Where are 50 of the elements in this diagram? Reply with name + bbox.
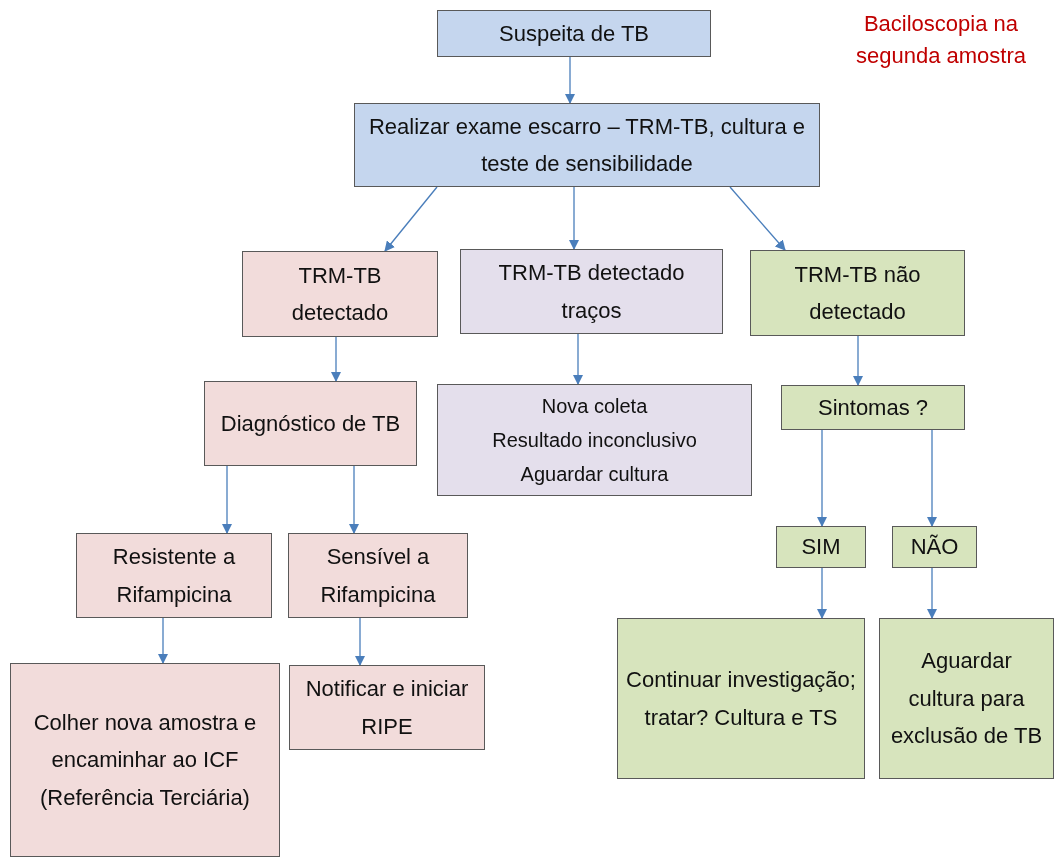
process-box (242, 251, 438, 337)
arrow (572, 333, 584, 386)
process-box (437, 384, 752, 496)
box-text: Continuar investigação; tratar? Cultura e TS (625, 666, 857, 732)
process-box (288, 533, 468, 618)
box-text: Suspeita de TB (499, 19, 649, 48)
process-box (76, 533, 272, 618)
box-text: Realizar exame escarro – TRM-TB, cultura e teste de sensibilidade (367, 112, 807, 178)
note-text: Baciloscopia na segunda amostra (855, 10, 1027, 70)
arrow (816, 567, 828, 620)
box-text: Colher nova amostra e encaminhar ao ICF (Referência Terciária) (32, 708, 258, 812)
process-box (781, 385, 965, 430)
arrow (348, 465, 360, 535)
box-text: TRM-TB detectado traços (497, 259, 686, 325)
process-box (460, 249, 723, 334)
box-text: Sintomas ? (817, 393, 929, 422)
arrow (564, 56, 576, 105)
arrow (568, 186, 580, 251)
box-text: Nova coleta (541, 394, 648, 419)
process-box (204, 381, 417, 466)
arrow (926, 429, 938, 528)
process-box (750, 250, 965, 336)
box-text: TRM-TB não detectado (793, 260, 922, 326)
process-box (892, 526, 977, 568)
box-text: Notificar e iniciar RIPE (304, 675, 470, 741)
process-box (289, 665, 485, 750)
process-box (437, 10, 711, 57)
box-text: Diagnóstico de TB (220, 409, 401, 438)
arrow (816, 429, 828, 528)
arrow (330, 336, 342, 383)
process-box (10, 663, 280, 857)
box-text: TRM-TB detectado (290, 261, 390, 327)
arrow (354, 617, 366, 667)
box-text: NÃO (910, 533, 959, 562)
box-text: Resultado inconclusivo (492, 428, 697, 453)
box-text: Aguardar cultura para exclusão de TB (889, 647, 1044, 751)
arrow (729, 186, 786, 251)
arrow (221, 465, 233, 535)
box-text: Aguardar cultura (520, 462, 669, 487)
arrow (157, 617, 169, 665)
process-box (617, 618, 865, 779)
arrow (384, 186, 438, 252)
arrow (926, 567, 938, 620)
arrow (852, 335, 864, 387)
process-box (776, 526, 866, 568)
box-text: Sensível a Rifampicina (319, 543, 437, 609)
box-text: Resistente a Rifampicina (111, 543, 237, 609)
box-text: SIM (801, 533, 841, 562)
process-box (879, 618, 1054, 779)
process-box (354, 103, 820, 187)
